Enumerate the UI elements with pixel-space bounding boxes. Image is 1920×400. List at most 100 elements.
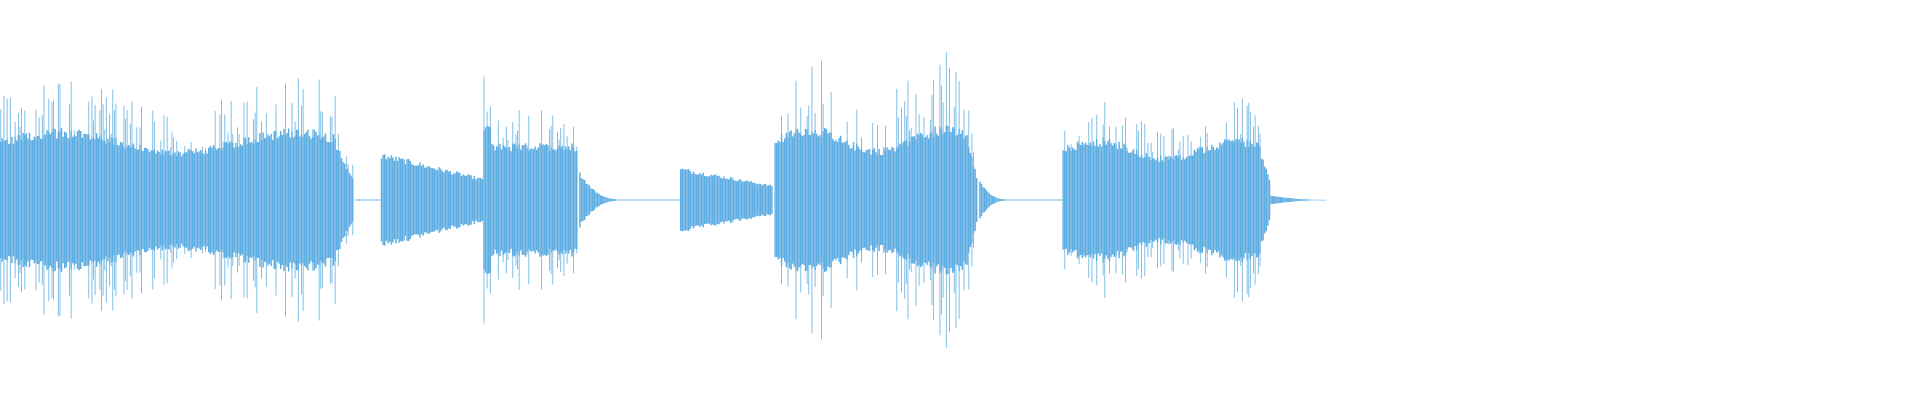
waveform-bar xyxy=(412,165,415,235)
waveform-bar xyxy=(276,138,279,262)
waveform-bar xyxy=(179,152,181,248)
waveform-bar xyxy=(1120,148,1122,252)
waveform-spike xyxy=(0,109,2,291)
waveform-bar xyxy=(859,149,861,251)
waveform-bar xyxy=(1222,142,1224,258)
waveform-bar xyxy=(332,134,335,266)
waveform-bar xyxy=(696,174,698,226)
waveform-bar xyxy=(1123,143,1125,257)
waveform-spike xyxy=(933,79,934,321)
waveform-bar xyxy=(457,172,460,228)
waveform-spike xyxy=(904,100,906,300)
waveform-bar xyxy=(996,198,999,202)
waveform-spike xyxy=(219,114,221,286)
waveform-bar xyxy=(964,135,967,265)
waveform-bar xyxy=(158,152,160,248)
waveform-bar xyxy=(883,147,885,253)
waveform-spike xyxy=(214,111,216,289)
waveform-bar xyxy=(81,137,84,263)
waveform-bar xyxy=(995,197,997,203)
waveform-bar xyxy=(592,188,594,212)
waveform-spike xyxy=(861,137,862,263)
waveform-spike xyxy=(918,114,920,286)
waveform-bar xyxy=(1145,152,1148,248)
waveform-bar xyxy=(225,141,228,259)
waveform-bar xyxy=(326,141,328,259)
waveform-spike xyxy=(254,112,256,288)
waveform-bar xyxy=(1209,150,1212,250)
waveform-spike xyxy=(1136,124,1138,276)
waveform-spike xyxy=(347,163,349,237)
waveform-bar xyxy=(988,193,991,207)
waveform-spike xyxy=(518,110,520,290)
waveform-bar xyxy=(699,173,701,227)
waveform-spike xyxy=(227,132,229,268)
waveform-spike xyxy=(70,81,72,319)
waveform-bar xyxy=(561,145,564,255)
waveform-bar xyxy=(380,158,383,242)
waveform-bar xyxy=(523,144,525,256)
waveform-bar xyxy=(564,146,567,254)
waveform-bar xyxy=(272,140,274,260)
waveform-bars xyxy=(0,52,1327,348)
waveform-bar xyxy=(1235,139,1237,261)
waveform-bar xyxy=(793,133,796,267)
waveform-spike xyxy=(1131,150,1133,250)
waveform-bar xyxy=(774,143,776,257)
waveform-bar xyxy=(240,144,242,256)
waveform-bar xyxy=(478,177,480,223)
waveform-spike xyxy=(558,139,560,261)
waveform-bar xyxy=(177,151,180,249)
waveform-bar xyxy=(209,145,212,255)
waveform-spike xyxy=(800,107,802,293)
waveform-spike xyxy=(1070,144,1072,256)
waveform-spike xyxy=(550,126,552,274)
waveform-bar xyxy=(529,149,532,251)
waveform-bar xyxy=(1129,152,1132,248)
waveform-bar xyxy=(819,134,821,266)
waveform-spike xyxy=(1137,130,1139,270)
waveform-bar xyxy=(510,151,512,249)
waveform-spike xyxy=(1198,146,1200,254)
waveform-spike xyxy=(101,89,102,311)
waveform-bar xyxy=(299,136,301,264)
waveform-spike xyxy=(846,121,848,279)
waveform-spike xyxy=(507,140,509,260)
waveform-bar xyxy=(779,141,781,259)
waveform-bar xyxy=(212,145,215,255)
waveform-bar xyxy=(147,149,149,251)
waveform-bar xyxy=(756,184,759,216)
waveform-bar xyxy=(1323,199,1325,201)
waveform-bar xyxy=(1000,198,1002,202)
waveform-bar xyxy=(745,180,748,220)
waveform-bar xyxy=(1300,199,1303,201)
waveform-bar xyxy=(936,133,938,267)
waveform-spike xyxy=(905,116,907,284)
waveform-bar xyxy=(1302,199,1304,201)
waveform-bar xyxy=(710,174,712,226)
waveform-spike xyxy=(1200,136,1202,264)
waveform-bar xyxy=(44,134,47,266)
waveform-spike xyxy=(1104,102,1106,298)
waveform-bar xyxy=(521,145,524,255)
waveform-spike xyxy=(59,84,61,316)
waveform-bar xyxy=(428,166,431,234)
waveform-bar xyxy=(304,133,306,267)
waveform-bar xyxy=(849,148,852,252)
waveform-bar xyxy=(816,133,818,267)
waveform-bar xyxy=(1203,153,1205,247)
waveform-bar xyxy=(4,140,7,260)
waveform-spike xyxy=(1078,136,1080,264)
waveform-spike xyxy=(1083,143,1085,257)
waveform-spike xyxy=(1147,142,1149,258)
waveform-bar xyxy=(708,176,711,224)
waveform-spike xyxy=(931,95,933,305)
waveform-bar xyxy=(944,132,946,268)
waveform-spike xyxy=(110,133,112,267)
waveform-bar xyxy=(553,149,556,251)
waveform-bar xyxy=(777,140,780,260)
waveform-bar xyxy=(508,147,511,253)
waveform-spike xyxy=(897,117,899,283)
waveform-bar xyxy=(921,134,924,266)
waveform-bar xyxy=(704,175,706,225)
